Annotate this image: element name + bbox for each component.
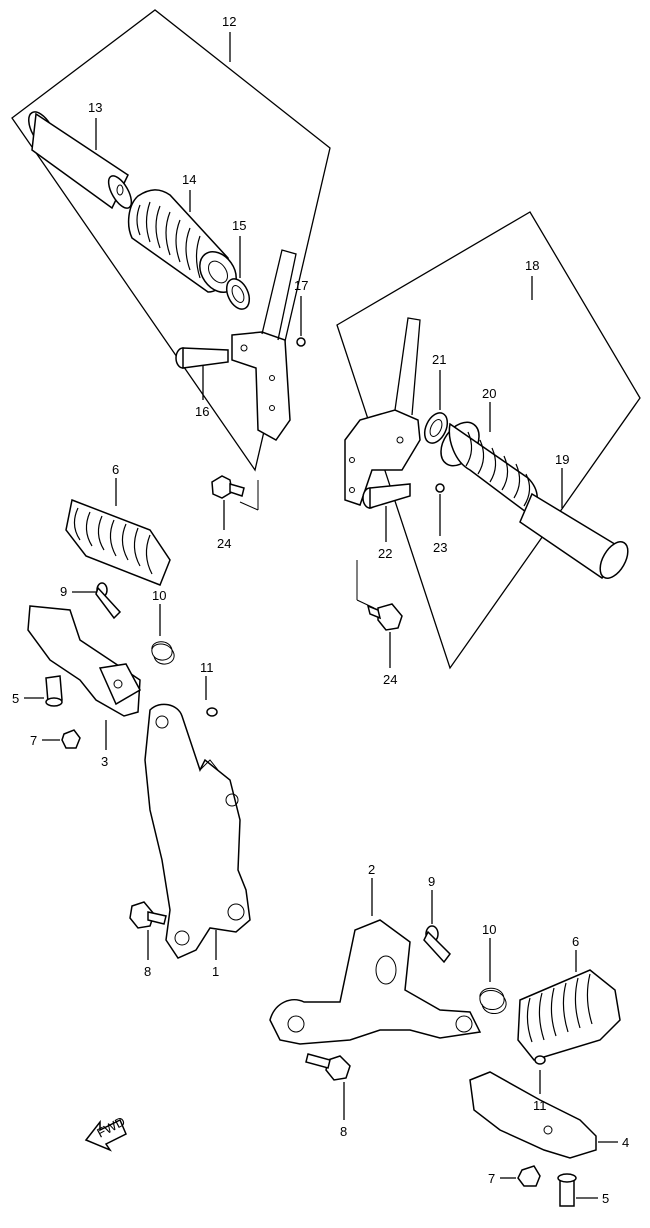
assembly-box-12 [11, 9, 331, 472]
callout-11-left: 11 [200, 660, 214, 675]
part-24-bolt-upper [211, 475, 259, 530]
callout-24-upper: 24 [217, 536, 231, 551]
callout-8-right: 8 [340, 1124, 347, 1139]
part-6-footpeg-rubber-right [517, 950, 621, 1061]
part-20-rubber-footpeg [440, 402, 538, 516]
callout-5-right: 5 [602, 1191, 609, 1206]
part-5-bolt-right [557, 1173, 598, 1207]
callout-9-right: 9 [428, 874, 435, 889]
callout-5-left: 5 [12, 691, 19, 706]
part-8-bolt-left [129, 901, 167, 960]
part-10-spring-left [151, 604, 175, 665]
assembly-box-18 [336, 211, 641, 670]
part-11-clip-right [534, 1055, 546, 1094]
part-5-bolt-left [24, 675, 63, 707]
callout-10-left: 10 [152, 588, 166, 603]
callout-6-right: 6 [572, 934, 579, 949]
part-2-footrest-bracket [269, 878, 482, 1045]
part-14-rubber-footpeg [127, 189, 237, 293]
part-7-nut-right [500, 1165, 541, 1187]
footrest-bracket-upper [231, 249, 297, 441]
callout-8-left: 8 [144, 964, 151, 979]
callout-2: 2 [368, 862, 375, 877]
part-13-footrest-shaft [28, 111, 133, 210]
callout-1: 1 [212, 964, 219, 979]
part-21-washer [423, 370, 449, 444]
callout-16: 16 [195, 404, 209, 419]
callout-22: 22 [378, 546, 392, 561]
part-8-bolt-right [305, 1053, 351, 1120]
part-7-nut-left [42, 729, 81, 749]
part-17-clip [296, 296, 306, 347]
callout-14: 14 [182, 172, 196, 187]
callout-11-right: 11 [533, 1098, 547, 1113]
callout-9-left: 9 [60, 584, 67, 599]
part-4-footpeg-arm [469, 1071, 618, 1159]
part-10-spring-right [479, 938, 507, 1014]
callout-13: 13 [88, 100, 102, 115]
callout-21: 21 [432, 352, 446, 367]
part-16-clevis-pin [175, 347, 229, 400]
part-9-pin-right [423, 890, 451, 964]
part-1-footrest-bracket [144, 703, 251, 960]
callout-12: 12 [222, 14, 236, 29]
callout-23: 23 [433, 540, 447, 555]
part-9-pin-left [72, 582, 122, 620]
callout-6-left: 6 [112, 462, 119, 477]
callout-10-right: 10 [482, 922, 496, 937]
callout-20: 20 [482, 386, 496, 401]
callout-19: 19 [555, 452, 569, 467]
callout-15: 15 [232, 218, 246, 233]
part-24-bolt-right [356, 560, 403, 668]
callout-24-right: 24 [383, 672, 397, 687]
footrest-bracket-right [344, 317, 421, 506]
callout-18: 18 [525, 258, 539, 273]
part-3-footpeg-arm [27, 605, 142, 750]
part-19-footrest-shaft [519, 468, 629, 580]
forward-arrow-icon: FWD [84, 1114, 128, 1152]
part-22-clevis-pin [362, 483, 411, 542]
part-15-washer [225, 236, 251, 310]
callout-3: 3 [101, 754, 108, 769]
part-6-footpeg-rubber-left [65, 478, 171, 586]
part-23-clip [435, 483, 445, 536]
callout-17: 17 [294, 278, 308, 293]
callout-4: 4 [622, 1135, 629, 1150]
callout-7-right: 7 [488, 1171, 495, 1186]
part-11-clip-left [205, 676, 218, 717]
callout-7-left: 7 [30, 733, 37, 748]
